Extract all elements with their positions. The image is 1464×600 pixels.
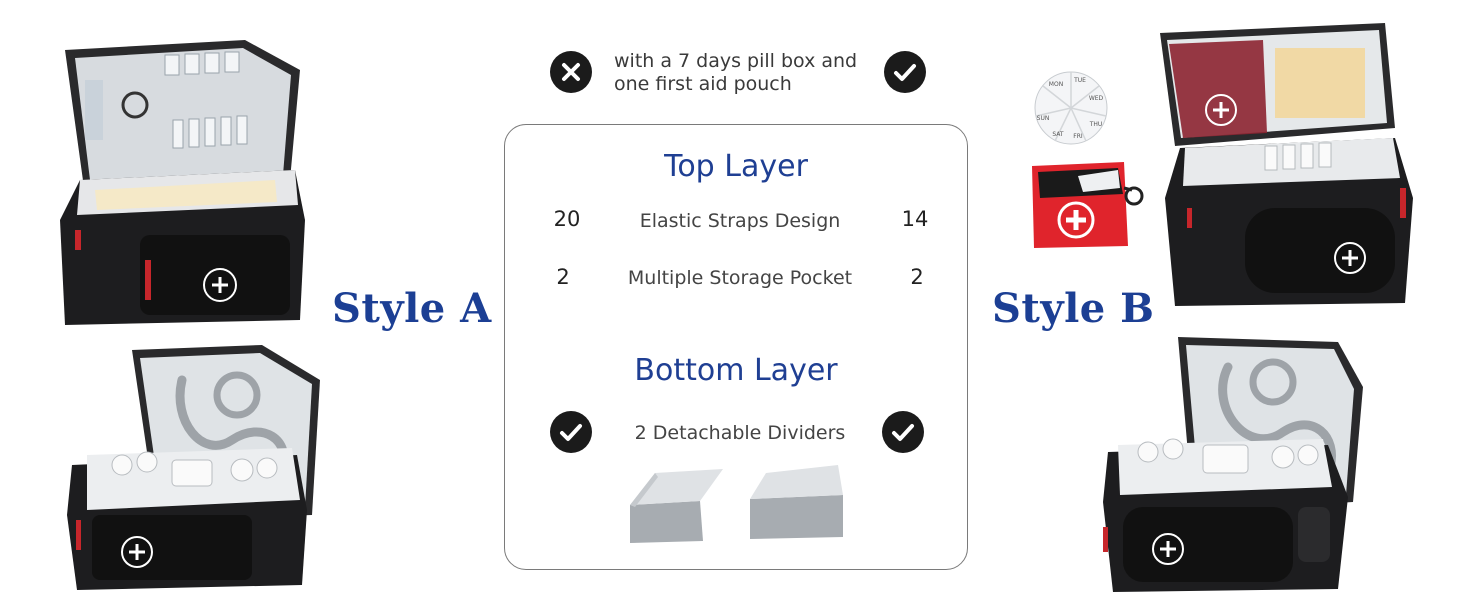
style-b-bottom-bag-image — [1098, 327, 1368, 595]
note-line-1: with a 7 days pill box and — [614, 50, 858, 72]
pillbox-day: TUE — [1073, 77, 1086, 84]
pillbox-day: FRI — [1073, 133, 1083, 140]
note-line-2: one first aid pouch — [614, 73, 792, 95]
style-a-top-bag-image — [55, 30, 315, 330]
check-icon — [882, 411, 924, 453]
top-layer-title: Top Layer — [664, 149, 808, 184]
pillbox-day: MON — [1049, 81, 1063, 88]
elastic-straps-label: Elastic Straps Design — [639, 210, 841, 232]
first-aid-pouch-image — [1028, 158, 1148, 250]
detachable-dividers-label: 2 Detachable Dividers — [634, 422, 846, 444]
pillbox-pouch-note: with a 7 days pill box and one first aid… — [614, 50, 884, 96]
style-b-pocket-count: 2 — [910, 265, 924, 289]
style-a-bottom-bag-image — [62, 340, 327, 595]
style-b-label: Style B — [992, 285, 1155, 332]
bottom-layer-title: Bottom Layer — [634, 353, 838, 388]
pillbox-day: THU — [1089, 121, 1103, 128]
style-a-pocket-count: 2 — [556, 265, 570, 289]
pillbox-day: WED — [1089, 95, 1104, 102]
style-b-strap-count: 14 — [901, 207, 929, 231]
style-a-strap-count: 20 — [553, 207, 581, 231]
cross-icon — [550, 51, 592, 93]
divider-image-1 — [625, 467, 725, 543]
check-icon — [550, 411, 592, 453]
check-icon — [884, 51, 926, 93]
style-a-label: Style A — [332, 285, 492, 332]
comparison-card: Top Layer 20 Elastic Straps Design 14 2 … — [504, 124, 968, 570]
divider-image-2 — [748, 463, 848, 539]
storage-pocket-label: Multiple Storage Pocket — [627, 267, 853, 289]
pillbox-image: MON TUE WED THU FRI SAT SUN — [1028, 68, 1114, 148]
style-b-top-bag-image — [1155, 18, 1415, 310]
pillbox-day: SAT — [1052, 131, 1064, 138]
pillbox-day: SUN — [1037, 115, 1050, 122]
